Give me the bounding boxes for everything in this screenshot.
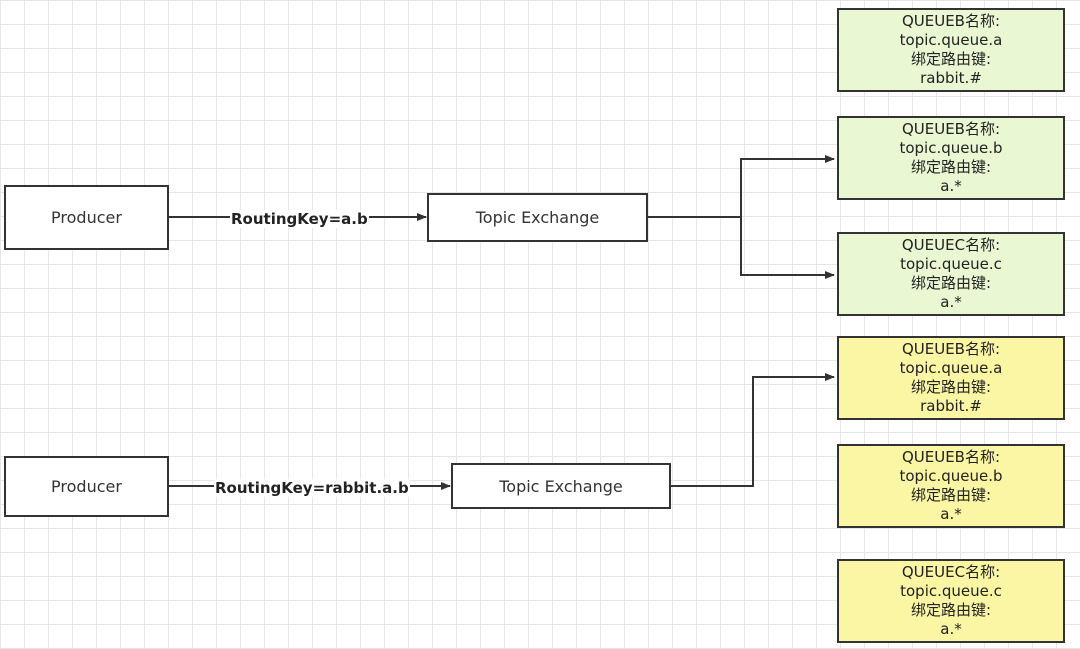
bottom-exchange-to-queue-a-arrow — [670, 373, 835, 487]
binding-key-label: 绑定路由键: — [910, 50, 992, 68]
bottom-exchange-label: Topic Exchange — [499, 476, 623, 496]
top-exchange-to-queue-c-arrow — [740, 217, 835, 279]
queue-name-label: QUEUEC名称: — [901, 236, 1001, 254]
queue-name-value: topic.queue.c — [900, 582, 1002, 600]
bottom-exchange-box: Topic Exchange — [451, 463, 671, 509]
binding-key-value: a.* — [940, 293, 962, 311]
binding-key-label: 绑定路由键: — [910, 378, 992, 396]
top-queue-a: QUEUEB名称: topic.queue.a 绑定路由键: rabbit.# — [837, 8, 1065, 92]
bottom-producer-box: Producer — [4, 456, 169, 517]
queue-name-value: topic.queue.b — [899, 467, 1003, 485]
binding-key-value: rabbit.# — [920, 69, 982, 87]
binding-key-label: 绑定路由键: — [910, 601, 992, 619]
bottom-routing-key-label: RoutingKey=rabbit.a.b — [214, 479, 410, 497]
queue-name-label: QUEUEB名称: — [901, 12, 1001, 30]
binding-key-value: a.* — [940, 620, 962, 638]
top-queue-c: QUEUEC名称: topic.queue.c 绑定路由键: a.* — [837, 232, 1065, 316]
queue-name-label: QUEUEB名称: — [901, 448, 1001, 466]
binding-key-value: a.* — [940, 505, 962, 523]
bottom-producer-label: Producer — [51, 477, 122, 496]
bottom-queue-a: QUEUEB名称: topic.queue.a 绑定路由键: rabbit.# — [837, 336, 1065, 420]
queue-name-value: topic.queue.a — [899, 31, 1003, 49]
top-queue-b: QUEUEB名称: topic.queue.b 绑定路由键: a.* — [837, 116, 1065, 200]
binding-key-value: rabbit.# — [920, 397, 982, 415]
top-producer-box: Producer — [4, 185, 169, 250]
top-routing-key-label: RoutingKey=a.b — [230, 210, 369, 228]
binding-key-label: 绑定路由键: — [910, 158, 992, 176]
binding-key-value: a.* — [940, 177, 962, 195]
bottom-queue-c: QUEUEC名称: topic.queue.c 绑定路由键: a.* — [837, 559, 1065, 643]
top-exchange-box: Topic Exchange — [427, 193, 648, 242]
binding-key-label: 绑定路由键: — [910, 274, 992, 292]
binding-key-label: 绑定路由键: — [910, 486, 992, 504]
top-exchange-label: Topic Exchange — [475, 208, 600, 227]
bottom-queue-b: QUEUEB名称: topic.queue.b 绑定路由键: a.* — [837, 444, 1065, 528]
queue-name-value: topic.queue.a — [899, 359, 1003, 377]
queue-name-label: QUEUEC名称: — [901, 563, 1001, 581]
queue-name-value: topic.queue.c — [900, 255, 1002, 273]
queue-name-label: QUEUEB名称: — [901, 340, 1001, 358]
queue-name-label: QUEUEB名称: — [901, 120, 1001, 138]
top-producer-label: Producer — [51, 208, 122, 227]
queue-name-value: topic.queue.b — [899, 139, 1003, 157]
top-exchange-to-queue-b-arrow — [740, 155, 835, 217]
